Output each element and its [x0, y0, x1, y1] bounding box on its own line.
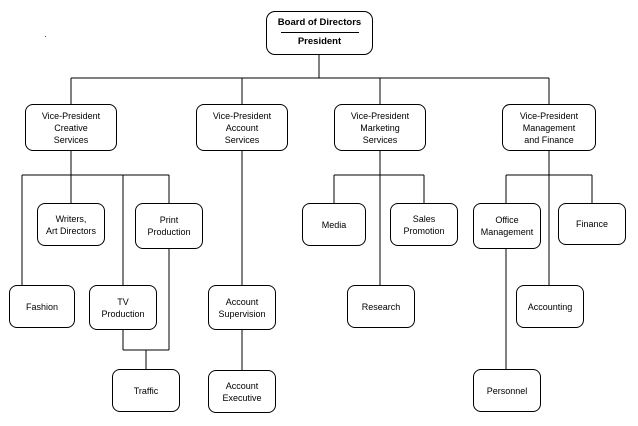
tv-production-box: TV Production — [89, 285, 157, 330]
vp-label: Account — [225, 122, 259, 133]
vp-label: Vice-President — [350, 110, 410, 121]
vp-account-services-box: Vice-President Account Services — [196, 104, 288, 151]
node-label: Production — [147, 227, 191, 237]
board-of-directors-label: Board of Directors — [277, 17, 362, 28]
vp-marketing-services-box: Vice-President Marketing Services — [334, 104, 426, 151]
node-label: Fashion — [25, 301, 59, 312]
root-divider — [280, 32, 359, 33]
node-label: Accounting — [527, 301, 573, 312]
node-label: Executive — [222, 392, 262, 403]
node-label: Personnel — [486, 385, 528, 396]
node-label: Research — [361, 301, 401, 312]
vp-creative-services-box: Vice-President Creative Services — [25, 104, 117, 151]
board-president-box: Board of Directors President — [266, 11, 373, 55]
writers-art-directors-box: Writers, Art Directors — [37, 203, 105, 246]
vp-label: and Finance — [524, 134, 574, 145]
node-label: Account — [225, 380, 259, 391]
vp-label: Services — [53, 134, 89, 145]
finance-box: Finance — [558, 203, 626, 245]
node-label: TV — [117, 296, 129, 307]
node-label: Traffic — [133, 385, 159, 396]
vp-management-finance-box: Vice-President Management and Finance — [502, 104, 596, 151]
vp-label: Services — [224, 134, 260, 145]
node-label: Media — [321, 219, 347, 230]
personnel-box: Personnel — [473, 369, 541, 412]
stray-dot — [45, 36, 46, 37]
research-box: Research — [347, 285, 415, 328]
node-label: Print — [159, 215, 179, 225]
node-label: Production — [101, 308, 145, 319]
vp-label: Vice-President — [41, 110, 101, 121]
sales-promotion-box: Sales Promotion — [390, 203, 458, 246]
node-label: Finance — [575, 219, 609, 229]
media-box: Media — [302, 203, 366, 246]
account-executive-box: Account Executive — [208, 370, 276, 413]
print-production-box: Print Production — [135, 203, 203, 249]
vp-label: Services — [362, 134, 398, 145]
node-label: Account — [225, 296, 259, 307]
node-label: Writers, — [55, 213, 87, 224]
account-supervision-box: Account Supervision — [208, 285, 276, 330]
office-management-box: Office Management — [473, 203, 541, 249]
vp-label: Management — [522, 122, 576, 133]
node-label: Promotion — [403, 225, 445, 236]
vp-label: Vice-President — [519, 110, 579, 121]
president-label: President — [297, 36, 342, 47]
vp-label: Marketing — [360, 122, 400, 133]
vp-label: Creative — [54, 122, 88, 133]
vp-label: Vice-President — [212, 110, 272, 121]
accounting-box: Accounting — [516, 285, 584, 328]
node-label: Supervision — [218, 308, 266, 319]
node-label: Management — [480, 227, 534, 237]
node-label: Office — [495, 215, 519, 225]
traffic-box: Traffic — [112, 369, 180, 412]
node-label: Art Directors — [45, 225, 96, 236]
fashion-box: Fashion — [9, 285, 75, 328]
node-label: Sales — [412, 213, 436, 224]
